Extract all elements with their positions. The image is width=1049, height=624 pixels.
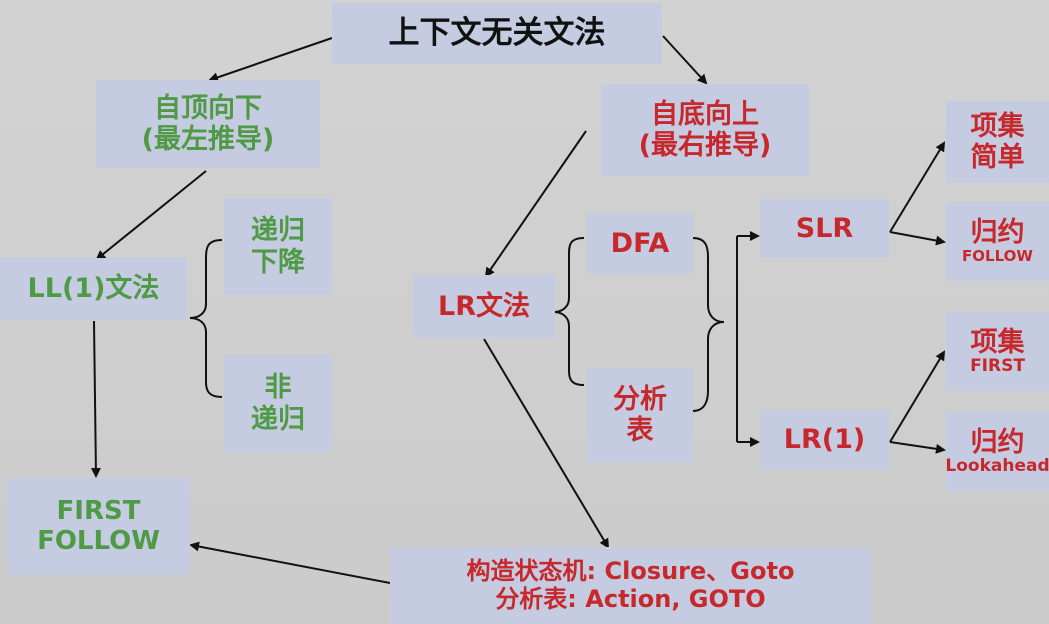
dfa-label: DFA [610,227,670,259]
parse-table-line1: 分析 [613,383,667,415]
lr1-node: LR(1) [760,410,889,470]
bottom-up-node: 自底向上 (最右推导) [601,84,809,176]
context-free-grammar-node: 上下文无关文法 [332,3,662,64]
lr1-label: LR(1) [783,424,866,456]
dfa-node: DFA [587,213,693,274]
arrow-top-down-to-ll1 [95,170,207,261]
construction-line1: 构造状态机: Closure、Goto [466,556,795,585]
slr-reduce-line2: FOLLOW [962,247,1033,266]
construction-node: 构造状态机: Closure、Goto 分析表: Action, GOTO [390,547,871,624]
brace-ll1-left [189,239,223,398]
context-free-grammar-label: 上下文无关文法 [388,14,606,51]
top-down-line2: (最左推导) [141,124,275,155]
top-down-node: 自顶向下 (最左推导) [96,80,320,168]
lr1-item-set-line1: 项集 [970,327,1025,359]
first-follow-line2: FOLLOW [37,525,160,556]
arrow-root-to-top-down [208,37,333,83]
arrow-bottom-up-to-lr [484,130,587,278]
arrow-lr1-to-items [889,350,946,443]
arrow-slr-to-reduce [889,231,946,246]
arrow-root-to-bottom-up [662,35,708,85]
slr-item-set-node: 项集 简单 [946,101,1049,183]
brace-dfa-table-right [692,237,725,412]
recursive-descent-line2: 下降 [251,246,305,278]
arrow-construction-to-first-follow [189,541,391,584]
non-recursive-line2: 递归 [251,403,305,435]
non-recursive-line1: 非 [264,372,292,404]
slr-label: SLR [795,212,854,244]
bottom-up-line1: 自底向上 [651,98,759,130]
parse-table-line2: 表 [626,415,654,446]
first-follow-node: FIRST FOLLOW [7,478,190,575]
arrow-slr-to-items [889,141,946,233]
slr-item-set-line2: 简单 [970,142,1025,173]
bottom-up-line2: (最右推导) [638,130,772,161]
arrow-lr1-to-reduce [889,441,946,454]
lr-grammar-node: LR文法 [413,275,555,338]
recursive-descent-node: 递归 下降 [224,198,332,295]
non-recursive-node: 非 递归 [224,355,332,452]
slr-item-set-line1: 项集 [970,110,1025,142]
slr-node: SLR [760,199,889,258]
brace-lr-left [553,237,585,386]
slr-reduce-node: 归约 FOLLOW [946,202,1049,281]
construction-line2: 分析表: Action, GOTO [495,584,766,613]
ll1-grammar-node: LL(1)文法 [0,258,187,320]
recursive-descent-line1: 递归 [251,215,305,247]
lr1-item-set-node: 项集 FIRST [946,312,1049,391]
arrow-ll1-to-first-follow [90,320,101,478]
top-down-line1: 自顶向下 [154,92,262,124]
lr1-reduce-line2: Lookahead [945,456,1049,477]
slr-reduce-line1: 归约 [970,217,1025,249]
ll1-grammar-label: LL(1)文法 [27,273,160,305]
lr1-reduce-node: 归约 Lookahead [945,412,1049,491]
first-follow-line1: FIRST [56,495,141,526]
parse-table-node: 分析 表 [587,368,693,462]
lr1-reduce-line1: 归约 [970,427,1025,459]
lr1-item-set-line2: FIRST [970,356,1025,377]
lr-grammar-label: LR文法 [438,290,530,322]
